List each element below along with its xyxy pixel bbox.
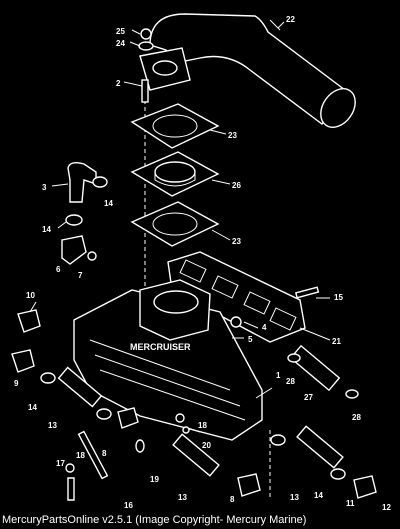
callout-14-c: 14 <box>28 403 37 412</box>
fitting-part-9[interactable] <box>11 349 35 373</box>
callout-3: 3 <box>42 183 47 192</box>
callout-28-b: 28 <box>352 413 361 422</box>
callout-6: 6 <box>56 265 61 274</box>
callout-14-b: 14 <box>42 225 51 234</box>
callout-20: 20 <box>202 441 211 450</box>
gasket-part-23-lower[interactable] <box>130 201 220 247</box>
callout-13-c: 13 <box>290 493 299 502</box>
copyright-caption-bar: MercuryPartsOnline v2.5.1 (Image Copyrig… <box>0 512 400 529</box>
stud-part-15[interactable] <box>294 286 320 299</box>
bolt-part-16[interactable] <box>77 430 109 480</box>
exhaust-manifold-part-1[interactable]: MERCRUISER <box>73 279 263 441</box>
callout-13-a: 13 <box>48 421 57 430</box>
callout-27: 27 <box>304 393 313 402</box>
fitting-part-8-a[interactable] <box>117 407 139 429</box>
hose-part-13-left[interactable] <box>57 366 103 408</box>
callout-2: 2 <box>116 79 121 88</box>
callout-18-b: 18 <box>76 451 85 460</box>
exhaust-elbow-part-22[interactable] <box>139 13 362 134</box>
plug-part-18-b[interactable] <box>65 463 75 473</box>
nut-part-25[interactable] <box>140 28 152 40</box>
clamp-part-14-d[interactable] <box>96 408 112 420</box>
clamp-part-14-e[interactable] <box>270 434 286 446</box>
callout-19: 19 <box>150 475 159 484</box>
svg-text:MERCRUISER: MERCRUISER <box>130 342 191 352</box>
callout-4: 4 <box>262 323 267 332</box>
hose-part-27[interactable] <box>289 344 341 392</box>
washer-part-19[interactable] <box>135 439 145 453</box>
callout-8-b: 8 <box>230 495 235 504</box>
fitting-part-11[interactable] <box>353 475 377 499</box>
clamp-part-14-f[interactable] <box>330 468 346 480</box>
hose-part-13-right[interactable] <box>296 425 344 469</box>
callout-22: 22 <box>286 15 295 24</box>
callout-10: 10 <box>26 291 35 300</box>
callout-17: 17 <box>56 459 65 468</box>
callout-14-a: 14 <box>104 199 113 208</box>
callout-26: 26 <box>232 181 241 190</box>
plug-part-7[interactable] <box>87 251 97 261</box>
plug-part-18-a[interactable] <box>175 413 185 423</box>
callout-24: 24 <box>116 39 125 48</box>
plug-part-4[interactable] <box>230 316 242 328</box>
fitting-part-10[interactable] <box>17 309 41 333</box>
fitting-part-6[interactable] <box>61 235 87 265</box>
callout-14-d: 14 <box>314 491 323 500</box>
washer-part-20[interactable] <box>182 426 190 434</box>
callout-13-b: 13 <box>178 493 187 502</box>
callout-23-upper: 23 <box>228 131 237 140</box>
callout-5: 5 <box>248 335 253 344</box>
callout-28-a: 28 <box>286 377 295 386</box>
stud-part-2[interactable] <box>141 79 149 103</box>
gasket-part-23-upper[interactable] <box>130 103 220 149</box>
callout-9: 9 <box>14 379 19 388</box>
callout-labels: 22 25 24 2 23 3 14 26 14 23 6 7 15 10 4 … <box>14 15 391 512</box>
washer-part-24[interactable] <box>138 41 154 51</box>
clamp-part-14-a[interactable] <box>92 176 108 188</box>
callout-21: 21 <box>332 337 341 346</box>
callout-18-a: 18 <box>198 421 207 430</box>
spacer-part-26[interactable] <box>130 151 220 197</box>
callout-12: 12 <box>382 503 391 512</box>
hose-part-13-middle[interactable] <box>172 433 220 477</box>
leader-lines <box>29 19 331 433</box>
fitting-part-8-b[interactable] <box>237 473 261 497</box>
clamp-part-14-b[interactable] <box>65 214 83 226</box>
callout-1: 1 <box>276 371 281 380</box>
callout-25: 25 <box>116 27 125 36</box>
bolt-part-17[interactable] <box>67 477 75 501</box>
callout-15: 15 <box>334 293 343 302</box>
hose-elbow-part-3[interactable] <box>67 161 97 203</box>
callout-11: 11 <box>346 499 355 508</box>
clamp-part-28-b[interactable] <box>345 389 359 399</box>
callout-16: 16 <box>124 501 133 510</box>
clamp-part-14-c[interactable] <box>40 372 56 384</box>
copyright-caption: MercuryPartsOnline v2.5.1 (Image Copyrig… <box>2 514 307 526</box>
callout-23-lower: 23 <box>232 237 241 246</box>
callout-8-a: 8 <box>102 449 107 458</box>
exhaust-manifold-exploded-diagram: MERCRUISER 22 25 24 2 23 <box>11 13 391 512</box>
callout-7: 7 <box>78 271 83 280</box>
clamp-part-28-a[interactable] <box>287 353 301 363</box>
